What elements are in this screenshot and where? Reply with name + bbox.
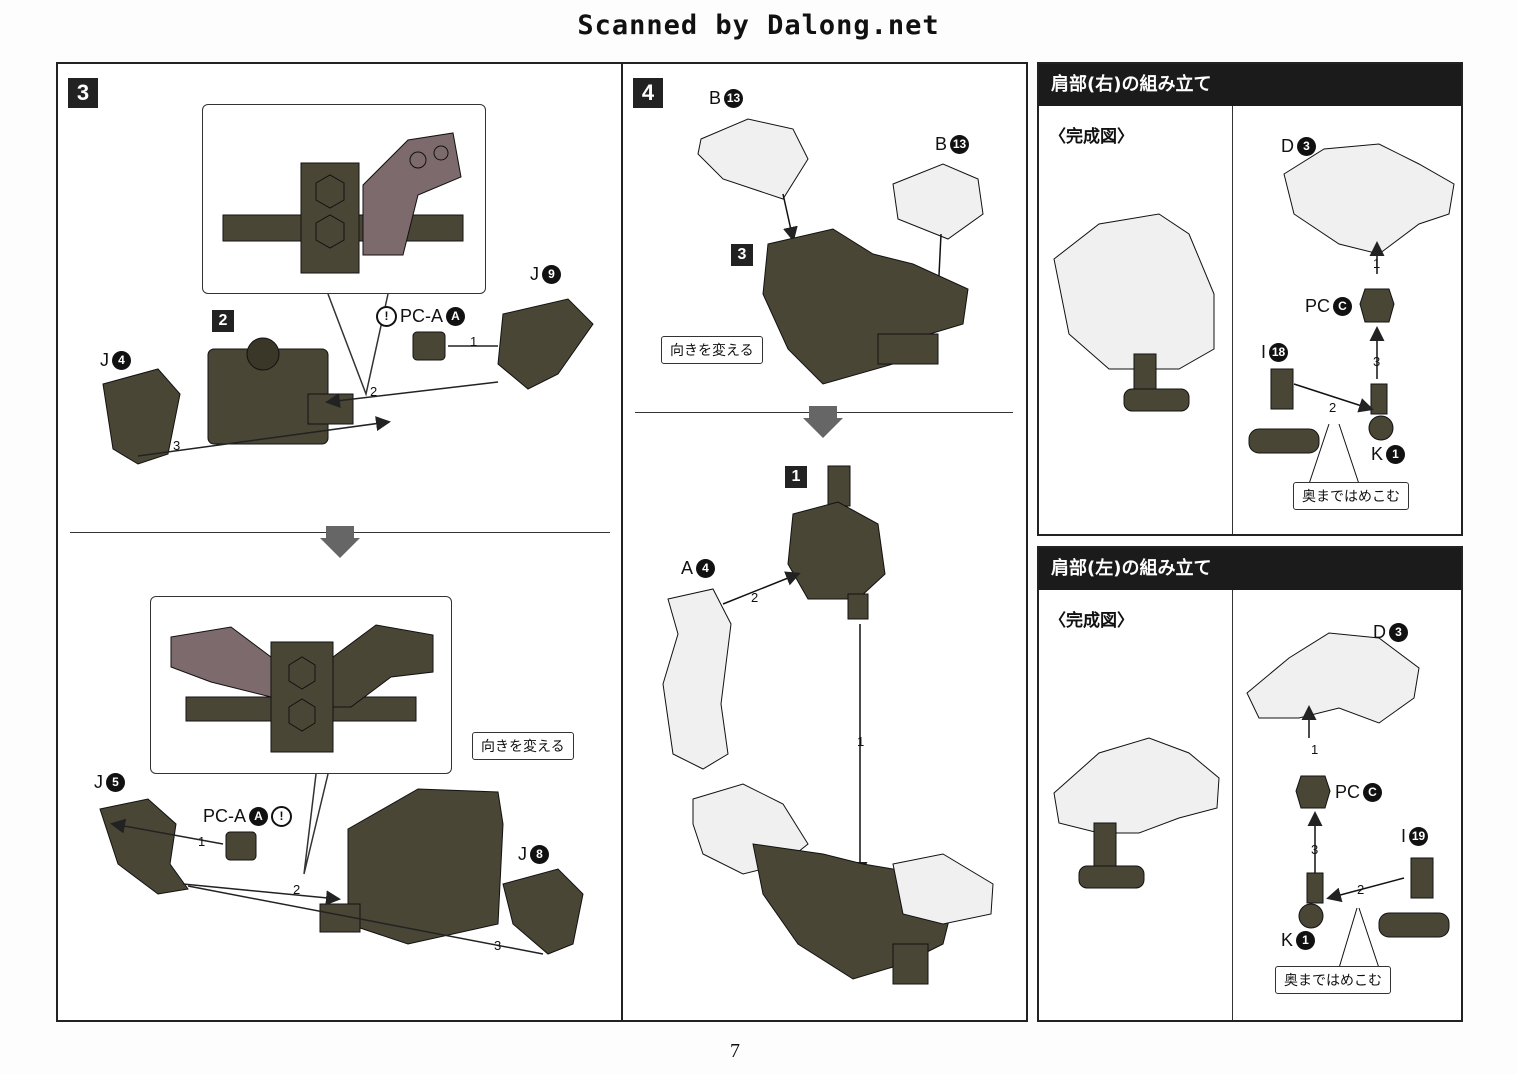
seq-3: 3 bbox=[1373, 354, 1381, 369]
shoulder-left-illustration bbox=[1053, 632, 1450, 969]
completed-view-caption: 〈完成図〉 bbox=[1049, 127, 1134, 147]
down-arrow-icon bbox=[320, 526, 360, 558]
step3-callout-pointer-2 bbox=[303, 773, 329, 875]
seq-3: 3 bbox=[494, 938, 502, 953]
step3-top-parts bbox=[102, 298, 594, 465]
step3-callout-pointer bbox=[327, 293, 389, 397]
step3-badge: 3 bbox=[68, 78, 98, 108]
seq-1: 1 bbox=[857, 734, 865, 749]
step4-sub-badge-3: 3 bbox=[731, 244, 753, 266]
seq-3: 3 bbox=[1311, 842, 1319, 857]
seq-2: 2 bbox=[370, 384, 378, 399]
step4-top-parts bbox=[697, 118, 984, 385]
seq-1: 1 bbox=[1311, 742, 1319, 757]
page-number: 7 bbox=[730, 1040, 740, 1062]
rotate-note: 向きを変える bbox=[661, 336, 763, 364]
step3-zoom-illustration-2 bbox=[170, 624, 434, 753]
seq-1: 1 bbox=[1373, 256, 1381, 271]
warning-icon: ! bbox=[271, 806, 293, 827]
push-in-note: 奥まではめこむ bbox=[1293, 482, 1409, 510]
step4-sub-badge-1: 1 bbox=[785, 466, 807, 488]
step3-bottom-parts bbox=[99, 788, 584, 955]
down-arrow-icon bbox=[803, 406, 843, 438]
step4-badge: 4 bbox=[633, 78, 663, 108]
shoulder-left-divider bbox=[1232, 590, 1233, 1020]
seq-2: 2 bbox=[1329, 400, 1337, 415]
completed-view-caption: 〈完成図〉 bbox=[1049, 611, 1134, 631]
step3-zoom-callout bbox=[202, 104, 486, 294]
seq-1: 1 bbox=[470, 334, 478, 349]
step3-sub-badge-2: 2 bbox=[212, 310, 234, 332]
scan-watermark: Scanned by Dalong.net bbox=[577, 10, 940, 41]
step3-zoom-callout-2 bbox=[150, 596, 452, 774]
step4-bottom-parts bbox=[662, 465, 994, 985]
rotate-note: 向きを変える bbox=[472, 732, 574, 760]
warning-icon: ! bbox=[376, 306, 397, 327]
push-in-note: 奥まではめこむ bbox=[1275, 966, 1391, 994]
seq-2: 2 bbox=[1357, 882, 1365, 897]
seq-2: 2 bbox=[751, 590, 759, 605]
seq-2: 2 bbox=[293, 882, 301, 897]
shoulder-right-divider bbox=[1232, 106, 1233, 534]
seq-3: 3 bbox=[173, 438, 181, 453]
shoulder-right-illustration bbox=[1053, 143, 1455, 485]
shoulder-right-title: 肩部(右)の組み立て bbox=[1039, 64, 1461, 106]
seq-1: 1 bbox=[198, 834, 206, 849]
step3-zoom-illustration bbox=[222, 132, 464, 274]
shoulder-left-title: 肩部(左)の組み立て bbox=[1039, 548, 1461, 590]
